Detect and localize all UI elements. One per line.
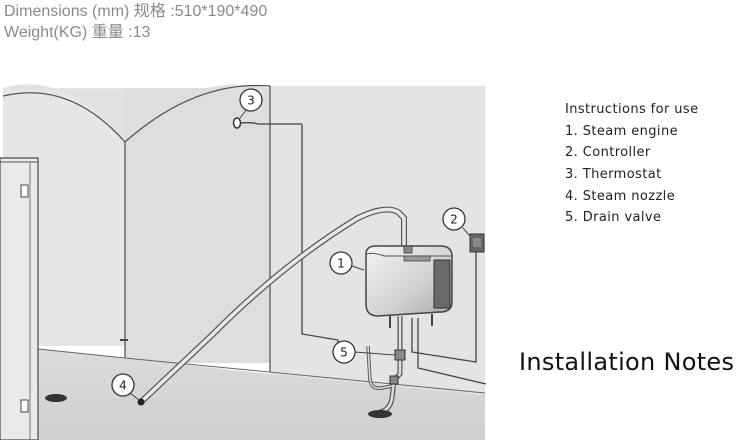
instruction-item-controller: 2. Controller bbox=[565, 145, 651, 161]
steam-engine-unit bbox=[365, 245, 453, 328]
floor-drain bbox=[45, 394, 67, 402]
floor bbox=[0, 345, 485, 440]
callout-number-5: 5 bbox=[340, 346, 348, 360]
steam-pipe bbox=[138, 206, 407, 405]
instruction-item-steam-nozzle: 4. Steam nozzle bbox=[565, 188, 676, 204]
door-hinge-bottom bbox=[20, 399, 29, 413]
drain-outlet bbox=[368, 410, 392, 418]
callout-number-1: 1 bbox=[337, 257, 345, 271]
steam-nozzle bbox=[137, 398, 145, 406]
wire-under-unit bbox=[417, 318, 487, 385]
drain-valve-lower bbox=[389, 375, 399, 385]
callout-number-3: 3 bbox=[247, 94, 255, 108]
spec-weight: Weight(KG) 重量 :13 bbox=[4, 24, 151, 41]
instruction-item-thermostat: 3. Thermostat bbox=[565, 167, 662, 183]
callout-steam-nozzle: 4 bbox=[111, 373, 140, 401]
callout-number-2: 2 bbox=[450, 213, 458, 227]
arch-line-right bbox=[124, 84, 271, 143]
right-wall bbox=[125, 88, 270, 363]
room-scene bbox=[0, 84, 486, 440]
door-frame bbox=[0, 157, 39, 440]
instruction-item-steam-engine: 1. Steam engine bbox=[565, 123, 678, 139]
floor-line bbox=[0, 344, 486, 394]
arch-line-left bbox=[2, 92, 126, 143]
instructions-list: Instructions for use 1. Steam engine 2. … bbox=[565, 99, 699, 229]
far-wall bbox=[270, 86, 485, 396]
installation-notes-title: Installation Notes bbox=[519, 348, 735, 376]
instruction-item-drain-valve: 5. Drain valve bbox=[565, 210, 662, 226]
controller-wire bbox=[411, 252, 477, 363]
door-hinge-top bbox=[20, 184, 29, 198]
callout-drain-valve: 5 bbox=[332, 340, 396, 364]
callout-steam-engine: 1 bbox=[329, 251, 365, 275]
callout-number-4: 4 bbox=[119, 379, 127, 393]
spec-dimensions: Dimensions (mm) 规格 :510*190*490 bbox=[4, 3, 268, 20]
callout-controller: 2 bbox=[442, 207, 471, 237]
thermostat-sensor bbox=[232, 117, 302, 129]
instructions-title: Instructions for use bbox=[565, 102, 699, 117]
glass-door bbox=[0, 157, 39, 440]
controller-box bbox=[469, 233, 485, 253]
thermostat-wire bbox=[301, 124, 339, 343]
callout-thermostat: 3 bbox=[239, 88, 263, 119]
drain-valve-body bbox=[394, 349, 406, 361]
